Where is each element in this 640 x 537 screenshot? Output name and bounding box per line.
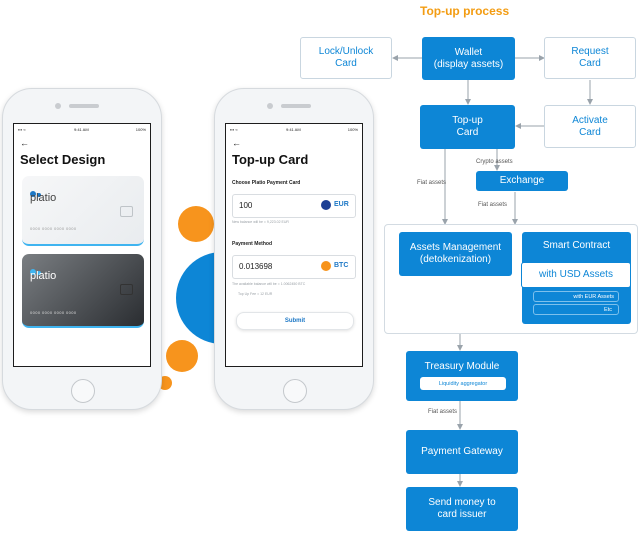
payment-gateway-node: Payment Gateway <box>406 430 518 474</box>
status-battery: 100% <box>135 127 146 132</box>
status-battery: 100% <box>347 127 358 132</box>
front-camera <box>267 103 273 109</box>
wallet-node: Wallet (display assets) <box>422 37 515 80</box>
eur-coin-icon <box>321 200 331 210</box>
amount-field[interactable]: 100 EUR <box>232 194 356 218</box>
exchange-node: Exchange <box>476 171 568 191</box>
back-arrow-icon[interactable]: ← <box>20 138 29 148</box>
home-button[interactable] <box>71 379 95 403</box>
signal-icon: ▪▪▪ ≈ <box>18 127 26 132</box>
chip-icon <box>120 206 133 217</box>
chip-icon <box>120 284 133 295</box>
decor-orange-circle-large <box>178 206 214 242</box>
page-title: Select Design <box>20 152 106 167</box>
eur-assets-node: with EUR Assets <box>533 291 619 302</box>
payment-method-field[interactable]: 0.013698 BTC <box>232 255 356 279</box>
status-time: 9:41 AM <box>286 127 301 132</box>
status-bar: ▪▪▪ ≈ 9:41 AM 100% <box>226 124 362 134</box>
home-button[interactable] <box>283 379 307 403</box>
card-number: 0000 0000 0000 0000 <box>30 310 77 315</box>
speaker <box>69 104 99 108</box>
card-number: 0000 0000 0000 0000 <box>30 226 77 231</box>
assets-management-node: Assets Management (detokenization) <box>399 232 512 276</box>
method-amount: 0.013698 <box>239 262 273 271</box>
method-currency: BTC <box>334 262 349 269</box>
usd-assets-node: with USD Assets <box>521 262 631 288</box>
platio-logo-icon <box>30 184 42 202</box>
back-arrow-icon[interactable]: ← <box>232 138 241 148</box>
activate-card-node: Activate Card <box>544 105 636 148</box>
screen: ▪▪▪ ≈ 9:41 AM 100% ← Select Design plati… <box>13 123 151 367</box>
front-camera <box>55 103 61 109</box>
status-time: 9:41 AM <box>74 127 89 132</box>
card-label: Choose Platio Payment Card <box>232 180 301 186</box>
liquidity-aggregator-node: Liquidity aggregator <box>420 377 506 390</box>
topup-card-node: Top-up Card <box>420 105 515 149</box>
method-label: Payment Method <box>232 241 273 247</box>
amount-hint: New balance will be = 9,223.02 EUR <box>232 220 289 224</box>
amount-currency: EUR <box>334 201 349 208</box>
phone-topup-card: ▪▪▪ ≈ 9:41 AM 100% ← Top-up Card Choose … <box>214 88 374 410</box>
etc-node: Etc <box>533 304 619 315</box>
method-hint-balance: The available balance will be = 1.006245… <box>232 282 306 286</box>
screen: ▪▪▪ ≈ 9:41 AM 100% ← Top-up Card Choose … <box>225 123 363 367</box>
signal-icon: ▪▪▪ ≈ <box>230 127 238 132</box>
smart-contract-label: Smart Contract <box>542 240 611 251</box>
crypto-assets-label: Crypto assets <box>476 159 513 165</box>
page-title: Top-up Card <box>232 152 309 167</box>
phone-select-design: ▪▪▪ ≈ 9:41 AM 100% ← Select Design plati… <box>2 88 162 410</box>
send-money-node: Send money to card issuer <box>406 487 518 531</box>
card-brand: platio <box>30 270 57 282</box>
btc-coin-icon <box>321 261 331 271</box>
method-hint-fee: Top Up Fee = 12 EUR <box>238 292 273 296</box>
amount-value: 100 <box>239 201 253 210</box>
submit-button[interactable]: Submit <box>236 312 354 330</box>
diagram-title: Top-up process <box>420 4 510 18</box>
fiat-assets-label-right: Fiat assets <box>478 202 508 208</box>
fiat-assets-label-left: Fiat assets <box>417 180 447 186</box>
lock-unlock-card-node: Lock/Unlock Card <box>300 37 392 79</box>
platio-logo-icon <box>30 262 42 280</box>
fiat-assets-label-bottom: Fiat assets <box>428 409 458 415</box>
status-bar: ▪▪▪ ≈ 9:41 AM 100% <box>14 124 150 134</box>
treasury-module-node: Treasury Module <box>406 351 518 401</box>
decor-orange-circle-bottom <box>166 340 198 372</box>
request-card-node: Request Card <box>544 37 636 79</box>
card-design-light[interactable]: platio 0000 0000 0000 0000 <box>22 176 144 246</box>
card-design-dark[interactable]: platio 0000 0000 0000 0000 <box>22 254 144 328</box>
speaker <box>281 104 311 108</box>
card-brand: platio <box>30 192 57 204</box>
treasury-label: Treasury Module <box>424 361 500 372</box>
